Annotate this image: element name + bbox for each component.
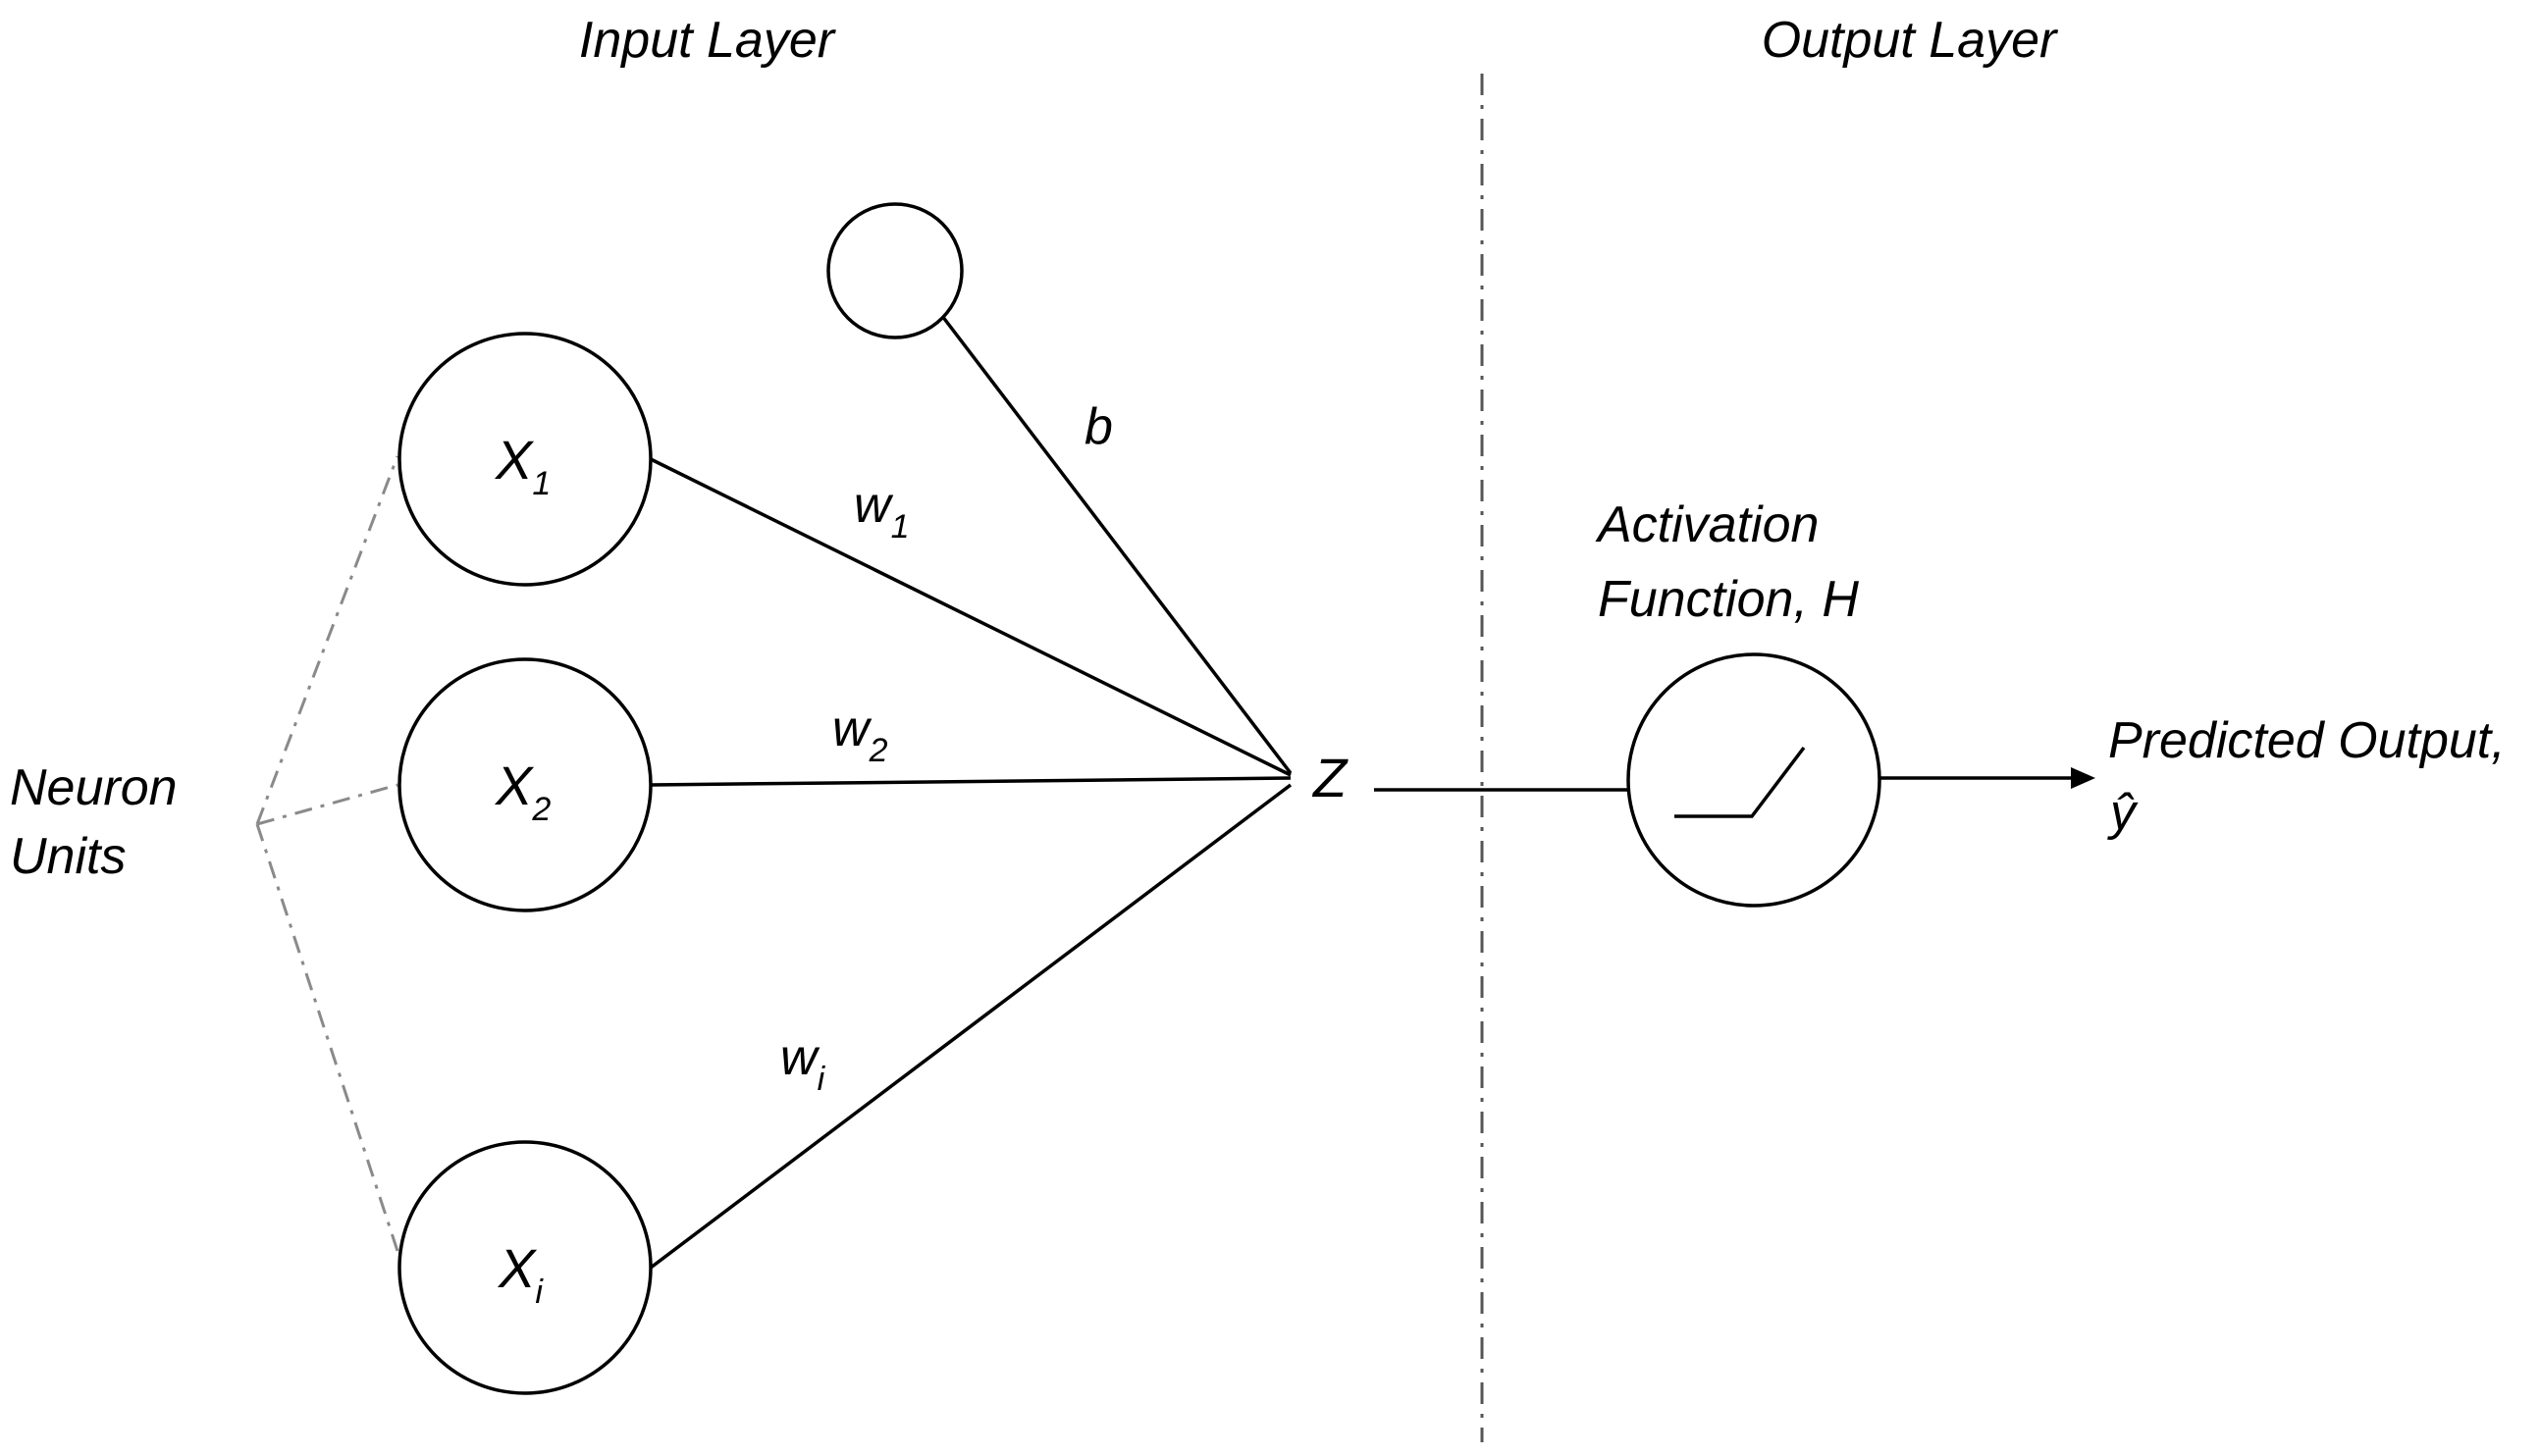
x1-sub: 1 — [532, 465, 551, 502]
xi-sub: i — [535, 1274, 544, 1311]
svg-text:wi: wi — [780, 1029, 826, 1098]
guide-to-xi — [255, 823, 399, 1252]
w1-sub: 1 — [891, 508, 910, 546]
activation-label-line1: Activation — [1595, 496, 1819, 553]
wi-sub: i — [818, 1061, 826, 1098]
input-node-xi: Xi — [397, 1140, 653, 1395]
svg-text:Xi: Xi — [497, 1237, 544, 1311]
input-node-x1: X1 — [397, 332, 653, 587]
output-arrowhead — [2071, 767, 2095, 789]
svg-text:w2: w2 — [832, 701, 888, 769]
neuron-units-guides — [255, 455, 399, 1252]
x2-sub: 2 — [531, 791, 551, 828]
x1-name: X — [494, 429, 535, 491]
w1-name: w — [854, 477, 894, 534]
w2-sub: 2 — [869, 732, 888, 769]
output-layer-heading: Output Layer — [1762, 12, 2059, 69]
y-hat-label: ŷ — [2107, 784, 2139, 841]
activation-node — [1626, 652, 1881, 908]
svg-text:w1: w1 — [854, 477, 909, 546]
bias-node — [826, 202, 964, 339]
x2-name: X — [494, 754, 535, 816]
wi-name: w — [780, 1029, 820, 1086]
guide-to-x2 — [256, 783, 398, 826]
predicted-output-label: Predicted Output, — [2108, 712, 2506, 769]
xi-name: X — [497, 1237, 538, 1299]
edge-x2-z — [650, 776, 1292, 787]
neuron-units-label-line1: Neuron — [10, 759, 178, 816]
edge-x1-z — [650, 457, 1292, 777]
neuron-units-label-line2: Units — [10, 828, 126, 885]
svg-text:X2: X2 — [494, 754, 551, 828]
z-label: Z — [1311, 747, 1349, 808]
input-node-x2: X2 — [397, 657, 653, 912]
edge-bias-z — [940, 314, 1293, 775]
relu-icon — [1674, 746, 1806, 818]
guide-to-x1 — [255, 455, 399, 825]
edge-xi-z — [649, 783, 1293, 1270]
activation-label-line2: Function, H — [1598, 571, 1859, 628]
svg-text:X1: X1 — [494, 429, 551, 502]
bias-label: b — [1085, 398, 1113, 455]
input-layer-heading: Input Layer — [579, 12, 837, 69]
w2-name: w — [832, 701, 873, 757]
